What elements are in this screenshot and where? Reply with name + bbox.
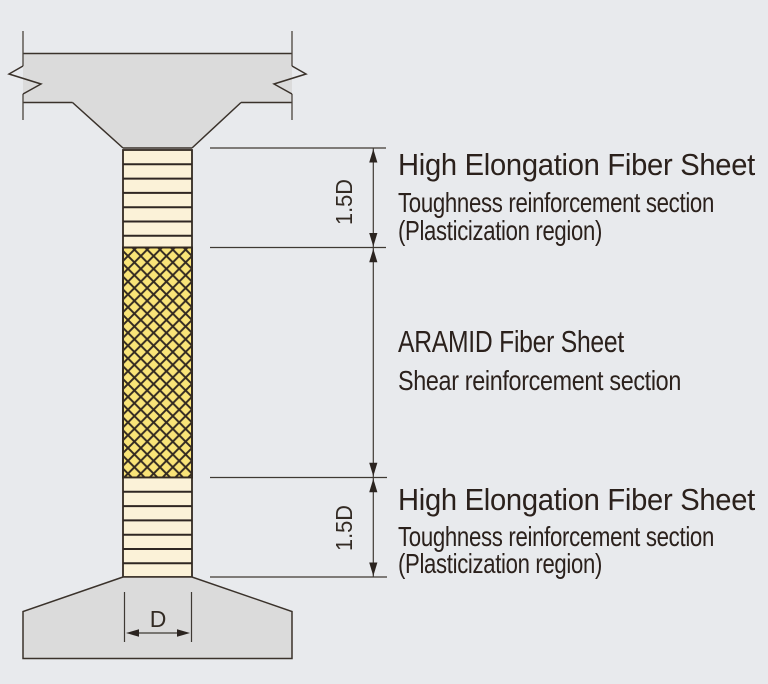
- width-dimension-label: D: [150, 606, 167, 632]
- bottom-sheet-bands: [123, 490, 192, 565]
- width-extension-lines: [123, 592, 193, 642]
- middle-section-subtitle: Shear reinforcement section: [398, 365, 681, 396]
- footing: D: [22, 576, 293, 660]
- arrow-down-icon: [369, 233, 378, 247]
- beam-outline: [23, 52, 292, 149]
- height-dimensions: 1.5D 1.5D: [210, 147, 387, 578]
- top-section-note: (Plasticization region): [398, 215, 602, 246]
- middle-section-title: ARAMID Fiber Sheet: [398, 324, 625, 359]
- section-labels: High Elongation Fiber Sheet Toughness re…: [398, 147, 756, 579]
- bottom-section-title: High Elongation Fiber Sheet: [398, 482, 756, 517]
- break-symbol-left: [7, 65, 43, 95]
- top-section-title: High Elongation Fiber Sheet: [398, 147, 756, 182]
- aramid-sheet-crosshatch: [122, 246, 193, 479]
- top-section-dimension-label: 1.5D: [331, 179, 357, 225]
- column-top-section: [122, 149, 193, 249]
- beam-body: [23, 53, 292, 148]
- dimension-extension-lines: [210, 147, 387, 578]
- arrow-down-icon: [369, 462, 378, 477]
- beam: [7, 31, 308, 149]
- footing-body: [22, 576, 293, 660]
- bottom-section-note: (Plasticization region): [398, 548, 602, 579]
- column-middle-section: [122, 246, 193, 479]
- arrow-right-icon: [177, 629, 190, 637]
- arrow-up-icon: [369, 478, 378, 493]
- column-bottom-section: [122, 476, 193, 578]
- break-symbol-right: [272, 65, 308, 95]
- beam-edge-lines: [22, 31, 293, 120]
- arrow-up-icon: [369, 149, 378, 163]
- top-section-subtitle: Toughness reinforcement section: [398, 187, 714, 218]
- arrow-down-icon: [369, 562, 378, 576]
- width-dimension: D: [123, 592, 193, 642]
- top-sheet-bands: [123, 163, 192, 237]
- bottom-section-subtitle: Toughness reinforcement section: [398, 521, 714, 552]
- bottom-section-dimension-label: 1.5D: [331, 505, 357, 551]
- arrow-up-icon: [369, 248, 378, 263]
- arrow-left-icon: [126, 629, 139, 637]
